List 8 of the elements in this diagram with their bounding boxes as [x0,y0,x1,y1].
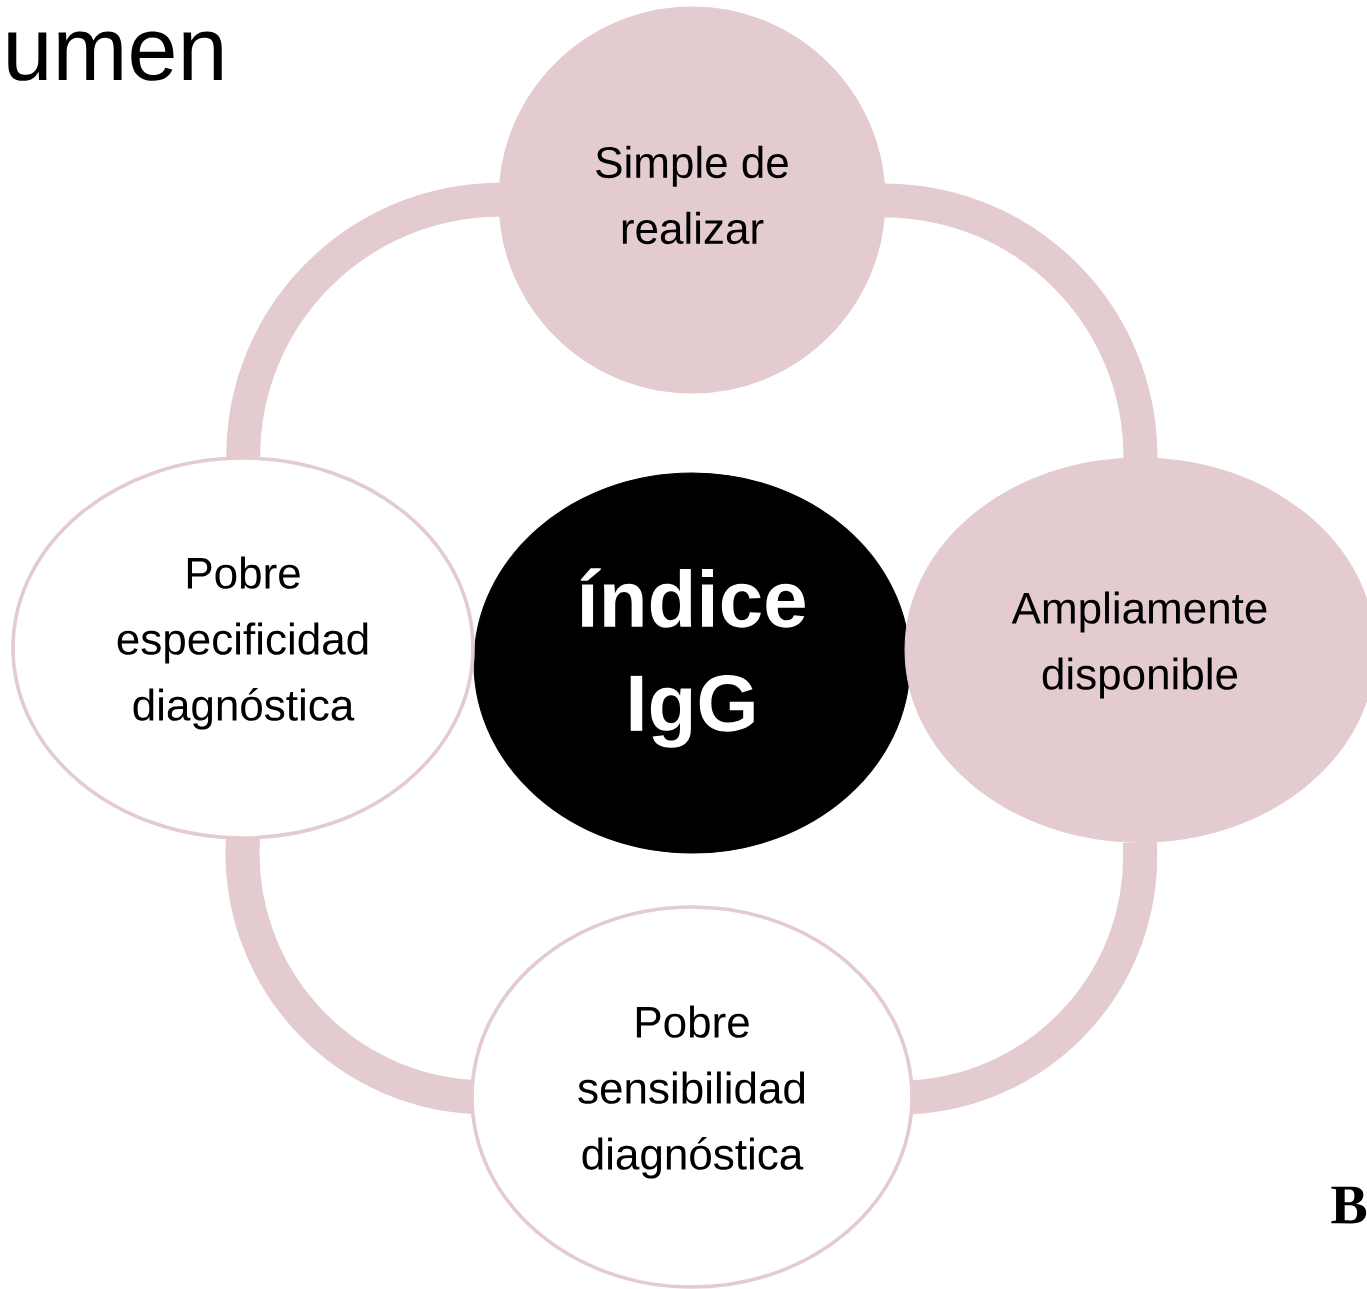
ring-arc [226,182,501,460]
ellipse-node: Pobre sensibilidad diagnóstica [470,905,914,1289]
circle-node: Simple de realizar [498,6,886,394]
title: umen [8,31,222,81]
ellipse-node: Pobre especificidad diagnóstica [11,456,475,840]
panel-letter: B [1331,1186,1367,1224]
ellipse-node: Ampliamente disponible [904,457,1367,843]
ring-arc [883,183,1158,460]
